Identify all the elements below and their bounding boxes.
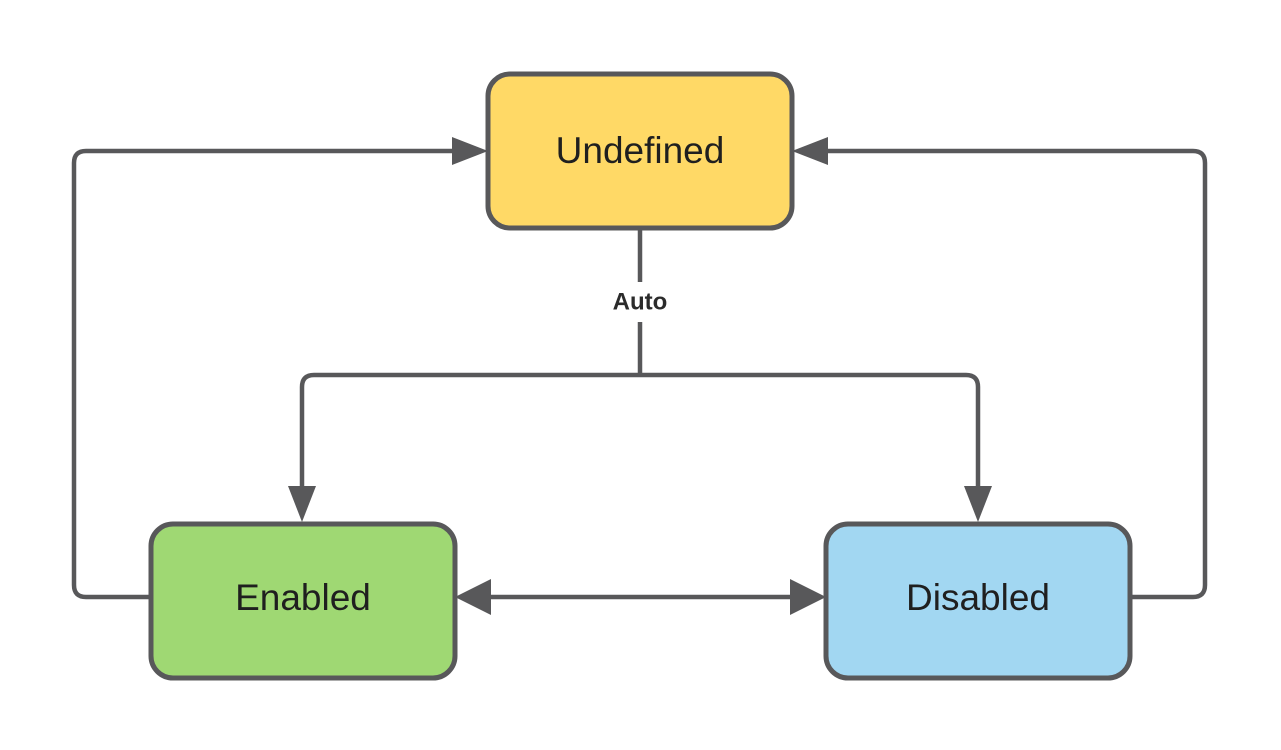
edge-label-auto: Auto [613,288,668,315]
edge-enabled-disabled-arrowhead-left [455,579,491,615]
edge-undefined-to-enabled-arrowhead [288,486,316,522]
edge-undefined-to-enabled-path [299,372,640,486]
edge-disabled-to-undefined-path [828,148,1208,600]
edge-disabled-to-undefined [792,137,1208,600]
edge-enabled-to-undefined-path [71,148,455,600]
edge-enabled-disabled-arrowhead-right [790,579,826,615]
edge-disabled-to-undefined-arrowhead [792,137,828,165]
node-disabled[interactable]: Disabled [823,521,1133,681]
edge-label-auto-group: Auto [592,282,688,322]
node-disabled-label: Disabled [906,577,1050,618]
edge-undefined-to-disabled-path [640,372,981,486]
node-undefined-label: Undefined [556,130,725,171]
edge-enabled-to-undefined [71,137,488,600]
node-enabled-label: Enabled [235,577,371,618]
node-undefined[interactable]: Undefined [485,71,795,231]
node-enabled-shape[interactable] [148,521,458,681]
edge-enabled-disabled-bidirectional [455,579,826,615]
node-undefined-shape[interactable] [485,71,795,231]
edge-undefined-auto-split [288,228,992,522]
node-disabled-shape[interactable] [823,521,1133,681]
edge-label-auto-background [592,282,688,322]
edge-undefined-to-disabled-arrowhead [964,486,992,522]
node-enabled[interactable]: Enabled [148,521,458,681]
edge-enabled-to-undefined-arrowhead [452,137,488,165]
